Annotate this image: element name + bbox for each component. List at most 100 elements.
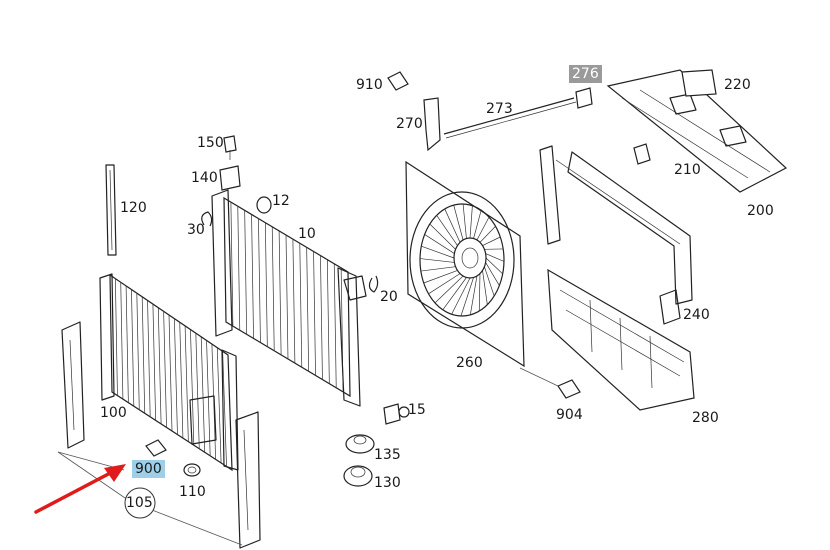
fan-blade	[484, 266, 495, 297]
condenser-fin	[174, 318, 178, 435]
part-150-screw	[223, 135, 237, 160]
fan-blade	[451, 277, 471, 315]
radiator-fin	[320, 255, 323, 380]
fan-blade	[420, 266, 456, 272]
part-120-seal-strip	[105, 164, 117, 256]
label-105: 105	[126, 495, 153, 511]
label-130: 130	[374, 475, 401, 491]
radiator-fin	[285, 234, 289, 360]
part-105-brackets	[61, 321, 261, 549]
label-30: 30	[187, 222, 205, 238]
radiator-fin	[264, 222, 268, 347]
condenser-fin	[179, 322, 184, 439]
condenser-fin	[200, 336, 206, 453]
label-110: 110	[179, 484, 206, 500]
label-904: 904	[556, 407, 583, 423]
radiator-fin	[258, 218, 261, 343]
part-220-part	[681, 69, 717, 97]
label-210: 210	[674, 162, 701, 178]
condenser-fin	[115, 278, 118, 396]
label-220: 220	[724, 77, 751, 93]
condenser-fin	[195, 333, 200, 449]
part-30-clip	[201, 211, 213, 227]
part-276-grommet	[575, 87, 593, 109]
label-120: 120	[120, 200, 147, 216]
red-arrow-icon	[34, 464, 126, 514]
label-20: 20	[380, 289, 398, 305]
radiator-fin	[333, 263, 337, 388]
label-10: 10	[298, 226, 316, 242]
radiator-fin	[251, 214, 254, 339]
condenser-fin	[131, 289, 135, 407]
part-20-clip	[368, 275, 379, 293]
fan-blade	[485, 257, 503, 275]
label-240: 240	[683, 307, 710, 323]
fan-blade	[469, 275, 478, 315]
part-273-cable	[443, 97, 577, 139]
label-270: 270	[396, 116, 423, 132]
fan-blade	[476, 216, 490, 241]
radiator-fin	[299, 243, 303, 368]
radiator-fin	[244, 210, 248, 335]
fan-blade	[460, 277, 474, 317]
radiator-fin	[230, 202, 234, 327]
fan-blade	[485, 262, 500, 286]
part-100-condenser	[99, 273, 239, 472]
fan-blade	[485, 253, 505, 262]
fan-blade	[473, 210, 482, 239]
radiator-fin	[326, 259, 330, 384]
fan-blade	[453, 205, 464, 241]
label-260: 260	[456, 355, 483, 371]
part-280-panel	[547, 268, 695, 411]
part-140-mount	[219, 165, 241, 191]
fan-blade	[482, 270, 488, 305]
part-240-frame	[539, 145, 693, 325]
condenser-fin	[184, 325, 189, 442]
part-200-cover	[606, 69, 788, 193]
label-140: 140	[191, 170, 218, 186]
condenser-fin	[206, 340, 211, 456]
label-280: 280	[692, 410, 719, 426]
fan-blade	[442, 277, 467, 311]
condenser-fin	[222, 351, 227, 467]
fan-blade	[462, 203, 467, 239]
label-200: 200	[747, 203, 774, 219]
part-10-radiator	[211, 189, 367, 407]
part-260-fan-assembly	[405, 160, 525, 368]
fan-blade	[421, 245, 455, 259]
part-15-sensor	[383, 403, 410, 425]
label-910: 910	[356, 77, 383, 93]
part-210-clip	[633, 143, 651, 165]
label-900: 900	[132, 460, 165, 478]
label-273: 273	[486, 101, 513, 117]
label-100: 100	[100, 405, 127, 421]
fan-blade	[482, 236, 501, 246]
condenser-fin	[157, 307, 162, 424]
radiator-fin	[313, 251, 316, 376]
label-15: 15	[408, 402, 426, 418]
fan-blade	[479, 225, 496, 243]
radiator-fin	[306, 247, 310, 372]
condenser-fin	[141, 296, 146, 414]
label-276: 276	[569, 65, 602, 83]
condenser-fin	[125, 285, 129, 403]
fan-blade	[428, 273, 461, 295]
radiator-fin	[237, 206, 241, 331]
part-110-drier	[183, 463, 201, 477]
part-270-sensor	[423, 97, 441, 152]
label-135: 135	[374, 447, 401, 463]
part-900-tag	[145, 439, 167, 457]
fan-blade	[469, 205, 473, 239]
fan-blade	[423, 270, 458, 284]
part-12-oring	[256, 196, 272, 214]
condenser-fin	[120, 282, 124, 400]
condenser-fin	[163, 311, 167, 428]
condenser-fin	[136, 293, 140, 410]
label-150: 150	[197, 135, 224, 151]
condenser-fin	[190, 329, 195, 446]
fan-blade	[424, 234, 455, 254]
condenser-fin	[147, 300, 151, 417]
condenser-fin	[216, 347, 222, 463]
part-904-tag	[519, 367, 581, 399]
radiator-fin	[278, 230, 282, 355]
